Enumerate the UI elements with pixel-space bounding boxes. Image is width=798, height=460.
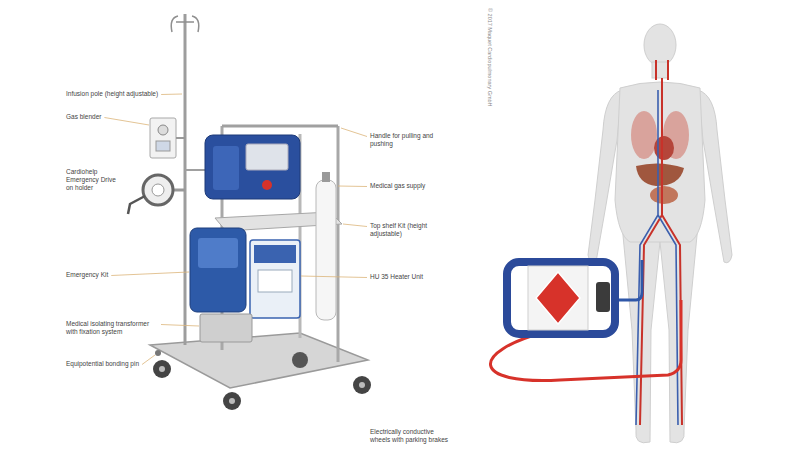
emergency-drive <box>143 175 173 205</box>
part-label: HU 35 Heater Unit <box>370 273 423 281</box>
leader-line <box>104 118 149 126</box>
human-figure <box>588 24 732 443</box>
drive-crank <box>128 196 145 214</box>
part-label: Medical isolating transformer with fixat… <box>66 320 158 336</box>
infusion-pole <box>184 14 187 345</box>
part-label: Infusion pole (height adjustable) <box>66 90 158 98</box>
wheel <box>153 360 171 378</box>
part-label: Gas blender <box>66 113 101 121</box>
leader-line <box>338 186 367 188</box>
head <box>644 24 676 66</box>
oxygenator <box>536 272 580 324</box>
leader-line <box>301 276 367 278</box>
part-label: Equipotential bonding pin <box>66 360 139 368</box>
liver <box>636 163 684 186</box>
leader-line <box>161 94 182 96</box>
blender-flowmeter <box>156 141 170 151</box>
kit-panel <box>198 238 238 268</box>
heater-display <box>258 270 292 292</box>
bonding-pin <box>155 350 161 356</box>
gas-cylinder <box>316 180 336 320</box>
blender-bracket <box>176 137 185 139</box>
part-label: Handle for pulling and pushing <box>370 132 442 148</box>
leader-line <box>111 272 189 276</box>
lung <box>631 111 657 159</box>
device-panel <box>528 266 588 330</box>
wheel-hub <box>159 366 165 372</box>
blender-knob <box>158 125 168 135</box>
cardiohelp-screen <box>246 144 288 170</box>
cart-base <box>150 333 368 388</box>
gas-blender <box>150 118 176 158</box>
cardiohelp-unit <box>205 135 300 199</box>
wheel-hub <box>359 382 365 388</box>
intestine <box>650 186 678 204</box>
heart <box>654 136 674 160</box>
device-frame <box>507 262 615 334</box>
device-handle <box>596 282 610 312</box>
part-label: Cardiohelp Emergency Drive on holder <box>66 168 124 192</box>
emergency-kit <box>190 228 246 312</box>
wheel <box>353 376 371 394</box>
cart <box>128 14 371 410</box>
neck <box>652 62 668 78</box>
cart-handle <box>222 125 338 128</box>
leader-line <box>341 128 367 137</box>
wheel-hub <box>229 398 235 404</box>
leader-line <box>161 325 199 327</box>
drive-hub <box>152 184 164 196</box>
leg <box>660 225 698 443</box>
cart-post <box>337 126 340 362</box>
pole-hooks <box>171 16 199 32</box>
isolating-transformer <box>200 314 252 342</box>
cylinder-valve <box>322 172 330 182</box>
heater-unit <box>250 240 300 318</box>
cardiohelp-panel <box>213 146 239 190</box>
part-label: Electrically conductive wheels with park… <box>370 428 454 444</box>
leader-line <box>142 355 155 365</box>
cardiohelp-device <box>507 262 615 334</box>
heater-panel <box>254 245 296 263</box>
organs <box>631 60 689 425</box>
wheel <box>223 392 241 410</box>
part-label: Top shelf Kit (height adjustable) <box>370 222 448 238</box>
leader-line <box>343 224 367 227</box>
copyright-note: © 2017 Maquet Cardiopulmonary GmbH <box>486 8 493 107</box>
cardiohelp-button <box>262 180 272 190</box>
wheel <box>292 352 308 368</box>
part-label: Medical gas supply <box>370 182 425 190</box>
part-label: Emergency Kit <box>66 271 108 279</box>
